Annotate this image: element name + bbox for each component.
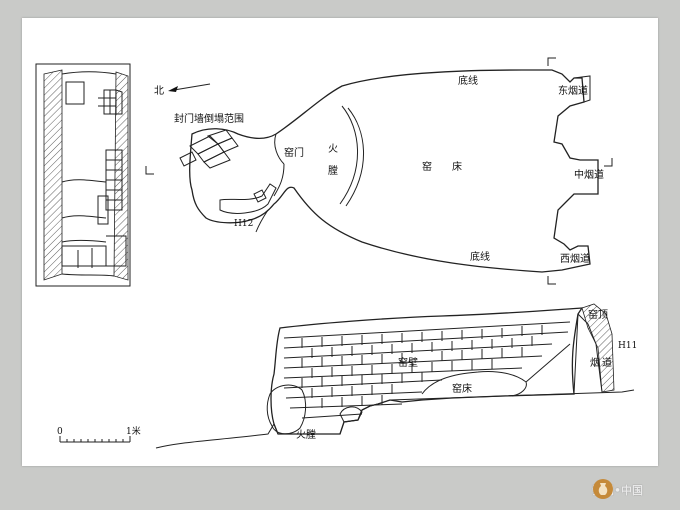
kiln-door-line	[273, 163, 285, 197]
watermark-logo: 瓷网•中国	[592, 478, 643, 502]
scale-zero-label: 0	[57, 427, 63, 437]
kiln-wall-outline	[270, 307, 584, 435]
kiln-outline	[189, 69, 599, 273]
flue-label: 烟	[590, 356, 600, 369]
door-wall-elevation	[35, 63, 131, 287]
north-arrow-line	[173, 83, 211, 91]
fire-chamber-arc	[339, 105, 358, 205]
pit-h12-outline	[219, 183, 277, 214]
flue-column	[573, 313, 603, 395]
vase-logo-icon	[593, 479, 613, 499]
scale-one-meter-label: 1米	[126, 425, 141, 437]
fire-chamber-label: 火	[328, 143, 338, 155]
elevation-interior-outline	[61, 71, 117, 277]
fire-chamber-stone	[339, 406, 363, 423]
kiln-section: 窑顶 H11 烟 道 窑壁 窑床 火膛	[155, 303, 637, 449]
pit-h11-label: H11	[618, 341, 637, 351]
drawing-sheet: 北	[22, 18, 658, 466]
pit-h12-leader	[255, 209, 269, 233]
kiln-bed-section-label: 窑床	[452, 382, 472, 395]
fire-chamber-arc	[345, 107, 364, 207]
fire-chamber-label: 膛	[328, 164, 338, 177]
elevation-bricks	[61, 81, 127, 268]
scale-bar: 0 1米	[57, 425, 141, 443]
flue-label: 道	[602, 356, 612, 369]
wall-brick-courses	[283, 321, 571, 419]
kiln-top-label: 窑顶	[588, 308, 608, 321]
pit-h12-brick	[253, 189, 267, 203]
fire-chamber-stone	[266, 384, 307, 435]
ground-line	[155, 389, 635, 449]
corner-bracket	[547, 57, 556, 66]
kiln-top-block	[581, 303, 615, 393]
corner-bracket	[604, 158, 613, 167]
elevation-frame	[35, 63, 131, 287]
scale-ticks	[59, 436, 131, 442]
kiln-wall-label: 窑壁	[398, 356, 418, 369]
kiln-bed-cavity	[421, 371, 527, 397]
kiln-bed-edge	[525, 343, 571, 383]
kiln-door-label: 窑门	[284, 146, 304, 159]
kiln-bed-label: 窑	[422, 160, 432, 173]
collapse-bricks	[179, 129, 239, 169]
fire-chamber-section-label: 火膛	[296, 428, 316, 441]
base-line-bottom-label: 底线	[470, 250, 490, 263]
kiln-door-line	[274, 133, 285, 165]
kiln-drawing: 北	[35, 57, 637, 449]
elevation-left-wall	[43, 69, 63, 281]
east-flue-outline	[573, 75, 591, 103]
corner-bracket	[145, 166, 154, 175]
kiln-plan: 北	[145, 57, 613, 285]
pit-h12-label: H12	[234, 219, 253, 229]
elevation-right-wall	[113, 71, 129, 281]
east-flue-label: 东烟道	[558, 84, 588, 97]
middle-flue-label: 中烟道	[574, 168, 604, 181]
north-arrow-icon	[168, 86, 178, 92]
kiln-bed-label: 床	[452, 160, 462, 173]
west-flue-label: 西烟道	[560, 252, 590, 265]
corner-bracket	[547, 276, 556, 285]
north-label: 北	[154, 85, 164, 97]
collapse-range-label: 封门墙倒塌范围	[174, 112, 244, 125]
base-line-top-label: 底线	[458, 74, 478, 87]
